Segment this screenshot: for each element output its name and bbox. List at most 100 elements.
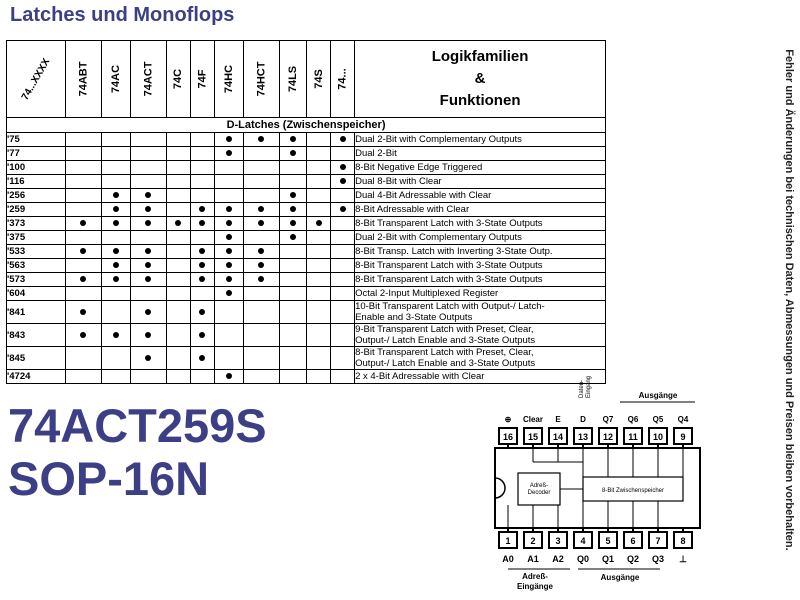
availability-cell (278, 188, 308, 203)
bottom-pin-2 (523, 531, 543, 549)
address-inputs-label: Adreß- (522, 572, 548, 581)
availability-dot (145, 192, 152, 198)
availability-cell (330, 160, 356, 175)
family-col-8: 74S (306, 40, 332, 118)
top-pin-label: Q5 (653, 415, 664, 424)
function-description: Octal 2-Input Multiplexed Register (354, 286, 607, 301)
family-col-9: 74... (330, 40, 356, 118)
availability-dot (112, 220, 119, 226)
top-pin-label: Clear (523, 415, 543, 424)
outputs-top-label: Ausgänge (639, 391, 678, 400)
availability-cell (129, 258, 167, 273)
availability-cell (129, 369, 167, 384)
availability-dot (80, 276, 87, 282)
availability-dot (289, 136, 296, 142)
bottom-pin-number: 4 (580, 536, 585, 546)
availability-dot (289, 150, 296, 156)
availability-cell (278, 258, 308, 273)
top-pin-number: 9 (680, 432, 685, 442)
availability-cell (278, 244, 308, 259)
function-description: Dual 8-Bit with Clear (354, 174, 607, 189)
availability-dot (225, 276, 232, 282)
availability-cell (306, 216, 332, 231)
availability-cell (213, 286, 244, 301)
top-pin-number: 12 (603, 432, 613, 442)
availability-cell (129, 160, 167, 175)
availability-cell (65, 244, 102, 259)
availability-cell (100, 202, 131, 217)
part-code: '533 (6, 244, 66, 259)
function-description: 8-Bit Adressable with Clear (354, 202, 607, 217)
availability-cell (129, 244, 167, 259)
availability-cell (65, 146, 102, 161)
function-description: 8-Bit Transparent Latch with Preset, Cle… (354, 346, 607, 370)
availability-cell (213, 369, 244, 384)
availability-dot (225, 262, 232, 268)
availability-cell (100, 160, 131, 175)
top-annotations: Daten- Eingang Ausgänge (579, 376, 695, 403)
availability-cell (129, 132, 167, 147)
part-code: '563 (6, 258, 66, 273)
part-code: '4724 (6, 369, 66, 384)
availability-cell (242, 146, 280, 161)
availability-dot (339, 206, 346, 212)
availability-cell (165, 188, 191, 203)
availability-cell (189, 160, 215, 175)
availability-cell (242, 174, 280, 189)
availability-dot (289, 220, 296, 226)
availability-cell (129, 216, 167, 231)
part-code: '256 (6, 188, 66, 203)
availability-cell (189, 272, 215, 287)
availability-cell (129, 286, 167, 301)
availability-cell (330, 369, 356, 384)
top-pin-number: 15 (528, 432, 538, 442)
availability-cell (189, 346, 215, 370)
bottom-pin-3 (548, 531, 568, 549)
top-pin-label: Q6 (628, 415, 639, 424)
section-title: D-Latches (Zwischenspeicher) (5, 117, 607, 133)
availability-dot (145, 220, 152, 226)
availability-dot (199, 276, 206, 282)
availability-cell (213, 202, 244, 217)
availability-cell (213, 146, 244, 161)
availability-cell (213, 300, 244, 324)
availability-cell (65, 286, 102, 301)
availability-cell (65, 160, 102, 175)
part-code: '573 (6, 272, 66, 287)
availability-cell (242, 258, 280, 273)
availability-cell (65, 369, 102, 384)
availability-cell (306, 272, 332, 287)
bottom-pin-number: 7 (655, 536, 660, 546)
availability-cell (306, 230, 332, 245)
availability-cell (189, 174, 215, 189)
function-description: 8-Bit Transparent Latch with 3-State Out… (354, 258, 607, 273)
availability-cell (165, 369, 191, 384)
availability-dot (199, 331, 206, 338)
bottom-pin-6 (623, 531, 643, 549)
availability-dot (80, 248, 87, 254)
availability-cell (330, 188, 356, 203)
top-pin-label: Q7 (603, 415, 614, 424)
top-pin-label: Q4 (678, 415, 689, 424)
availability-cell (330, 230, 356, 245)
availability-cell (330, 202, 356, 217)
availability-cell (165, 160, 191, 175)
bottom-pin-label: A2 (552, 554, 564, 564)
bottom-pin-label: Q3 (652, 554, 664, 564)
availability-cell (213, 346, 244, 370)
daten-eingang-label-2: Eingang (586, 376, 592, 398)
availability-dot (199, 262, 206, 268)
function-description: 9-Bit Transparent Latch with Preset, Cle… (354, 323, 607, 347)
bottom-pin-label: ⊥ (679, 554, 687, 564)
availability-cell (242, 216, 280, 231)
family-col-5: 74HC (213, 40, 244, 118)
availability-cell (306, 174, 332, 189)
